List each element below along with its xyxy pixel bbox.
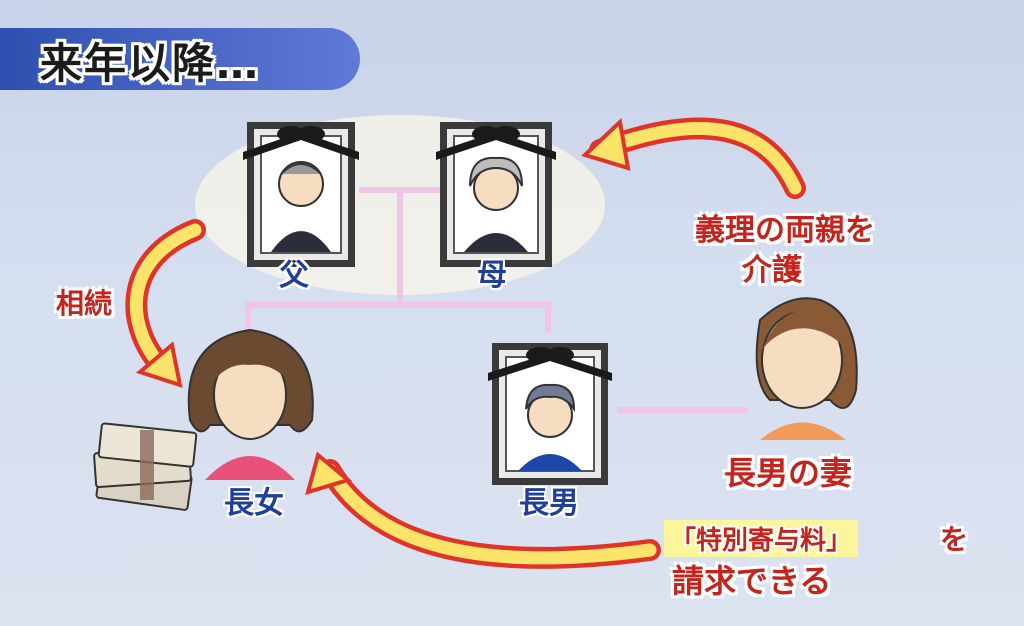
- label-can-claim: 請求できる: [672, 562, 832, 600]
- label-claim-particle: を: [940, 523, 969, 556]
- claim-arrow: [305, 451, 661, 569]
- daughter-figure-icon: [187, 328, 314, 480]
- mourning-ribbon-icon: [243, 126, 359, 160]
- father-portrait-frame-icon: [243, 122, 359, 267]
- son-portrait-frame-icon: [488, 343, 612, 485]
- label-special-contribution-fee: 「特別寄与料」: [664, 520, 859, 557]
- label-sons-wife: 長男の妻: [724, 454, 853, 492]
- label-mother: 母: [477, 258, 507, 293]
- mourning-ribbon-icon: [436, 126, 556, 160]
- family-relation-lines: [245, 187, 748, 413]
- label-father: 父: [279, 258, 309, 293]
- wife-figure-icon: [755, 297, 858, 440]
- title: 来年以降…: [40, 39, 261, 88]
- mother-portrait-frame-icon: [436, 122, 556, 267]
- money-stack-icon: [93, 422, 198, 511]
- label-care-line1: 義理の両親を: [695, 213, 875, 248]
- label-eldest-daughter: 長女: [224, 486, 284, 521]
- inheritance-arrow: [125, 219, 206, 388]
- care-arrow: [581, 117, 806, 199]
- label-eldest-son: 長男: [519, 486, 579, 521]
- label-care-line2: 介護: [742, 253, 802, 288]
- title-banner: [0, 28, 360, 90]
- label-inheritance: 相続: [56, 287, 113, 320]
- mourning-ribbon-icon: [488, 347, 612, 381]
